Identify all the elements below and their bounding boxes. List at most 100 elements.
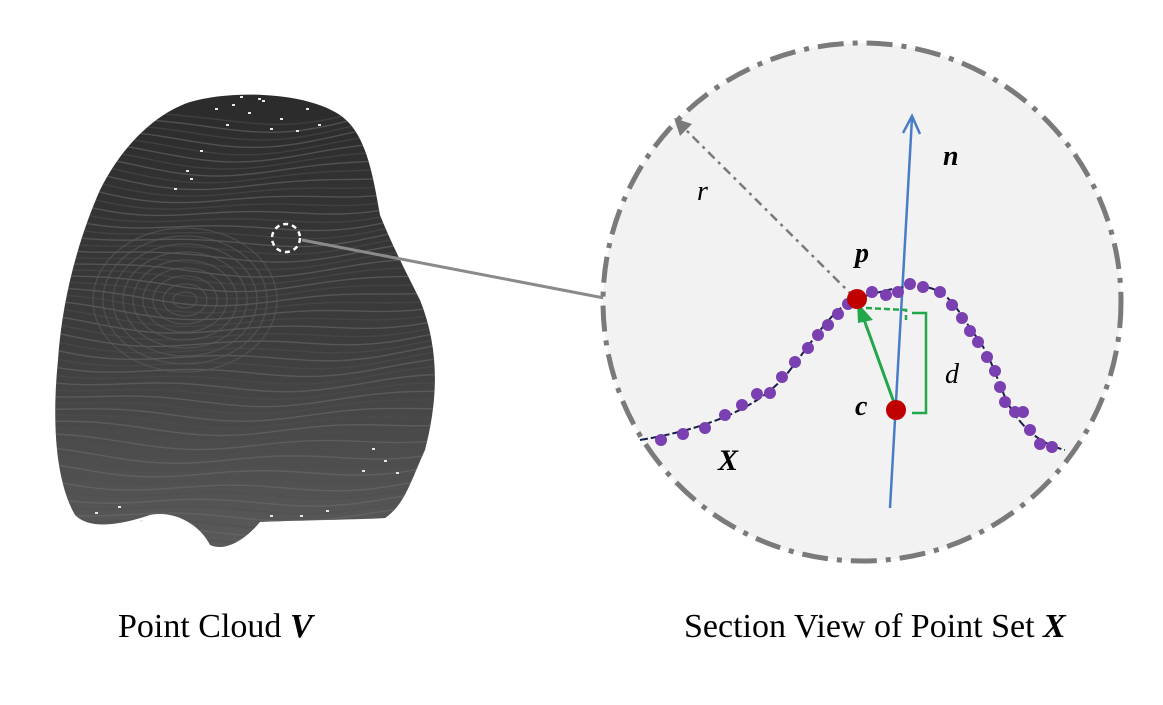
ridge-line xyxy=(55,206,435,232)
ridge-line xyxy=(55,538,435,548)
radius-arrow-head-icon xyxy=(674,118,692,136)
point-set-dot xyxy=(892,286,904,298)
speckle xyxy=(248,112,251,114)
ridge-line xyxy=(55,306,435,328)
ridge-line xyxy=(55,364,435,385)
point-set-dot xyxy=(1024,424,1036,436)
speckle xyxy=(372,448,375,450)
ridge-line xyxy=(55,468,435,485)
point-set-dot xyxy=(1017,406,1029,418)
point-set-dot xyxy=(699,422,711,434)
whorl-loop xyxy=(172,291,198,309)
sample-region-marker xyxy=(270,222,302,254)
point-set-dot xyxy=(964,325,976,337)
label-point: p xyxy=(853,238,869,269)
ridge-line xyxy=(55,414,435,430)
whorl-loop xyxy=(122,251,248,349)
speckle xyxy=(215,108,218,110)
point-set-dot xyxy=(822,319,834,331)
ridge-line xyxy=(55,342,435,362)
ridge-line xyxy=(55,213,435,240)
point-set-dot xyxy=(655,434,667,446)
label-distance: d xyxy=(945,359,960,390)
speckle xyxy=(118,506,121,508)
point-set-dot xyxy=(802,342,814,354)
ridge-line xyxy=(55,335,435,354)
ridge-line xyxy=(55,505,435,523)
ridge-line xyxy=(55,497,435,515)
ridge-line xyxy=(55,280,435,300)
vector-c-to-p xyxy=(860,313,898,409)
ridge-line xyxy=(55,453,435,471)
speckle xyxy=(296,130,299,132)
ridge-line xyxy=(55,399,435,415)
connector-line xyxy=(301,238,605,300)
ridge-line xyxy=(55,313,435,334)
ridge-line xyxy=(55,439,435,458)
speckle xyxy=(362,470,365,472)
radius-line xyxy=(683,127,856,299)
ridge-line xyxy=(55,461,435,478)
speckle xyxy=(190,178,193,180)
speckle xyxy=(174,188,177,190)
point-set-dot xyxy=(956,312,968,324)
distance-bracket xyxy=(912,311,928,415)
label-center: c xyxy=(855,391,868,422)
point-set-dot xyxy=(764,387,776,399)
ridge-line xyxy=(55,446,435,464)
ridge-line xyxy=(55,407,435,422)
whorl-loop xyxy=(152,275,218,325)
whorl-loop xyxy=(92,227,278,373)
ridge-line xyxy=(55,420,435,437)
point-set-dot xyxy=(866,286,878,298)
point-p-marker xyxy=(847,289,867,309)
ridge-line xyxy=(55,230,435,256)
point-set-dot xyxy=(946,299,958,311)
whorl-loop xyxy=(112,243,258,357)
caption-section-view: Section View of Point Set X xyxy=(684,608,1066,646)
center-c-marker xyxy=(886,400,906,420)
speckle xyxy=(326,510,329,512)
point-set-dot xyxy=(880,289,892,301)
speckle xyxy=(95,512,98,514)
ridge-line xyxy=(55,238,435,263)
point-set-dot xyxy=(989,365,1001,377)
whorl-loop xyxy=(142,267,228,333)
point-set-dots xyxy=(655,278,1058,453)
caption-left-text: Point Cloud xyxy=(118,608,290,645)
whorl-loop xyxy=(132,259,238,341)
point-set-dot xyxy=(1046,441,1058,453)
ridge-line xyxy=(55,475,435,492)
caption-right-text: Section View of Point Set xyxy=(684,608,1044,645)
speckle xyxy=(270,515,273,517)
point-set-dot xyxy=(812,329,824,341)
point-set-dot xyxy=(832,308,844,320)
point-set-dot xyxy=(981,351,993,363)
ridge-line xyxy=(55,221,435,248)
projection-dashed-line xyxy=(865,306,908,320)
speckle xyxy=(306,108,309,110)
normal-line xyxy=(888,117,914,509)
speckle xyxy=(396,472,399,474)
fingerprint-speckles xyxy=(95,96,399,522)
ridge-line xyxy=(55,321,435,341)
speckle xyxy=(300,515,303,517)
point-set-dot xyxy=(934,286,946,298)
point-set-dot xyxy=(994,381,1006,393)
speckle xyxy=(258,98,261,100)
normal-arrow-head-icon xyxy=(901,113,922,135)
speckle xyxy=(200,150,203,152)
ridge-line xyxy=(55,513,435,530)
label-normal: n xyxy=(943,141,959,172)
caption-left-symbol: V xyxy=(289,608,313,645)
point-set-dot xyxy=(972,336,984,348)
whorl-loop xyxy=(102,235,268,365)
speckle xyxy=(270,128,273,130)
caption-right-symbol: X xyxy=(1043,608,1066,645)
ridge-line xyxy=(55,426,435,444)
speckle xyxy=(140,520,143,522)
speckle xyxy=(232,104,235,106)
label-radius: r xyxy=(697,176,708,207)
point-set-dot xyxy=(999,396,1011,408)
label-point-set: X xyxy=(717,444,739,477)
